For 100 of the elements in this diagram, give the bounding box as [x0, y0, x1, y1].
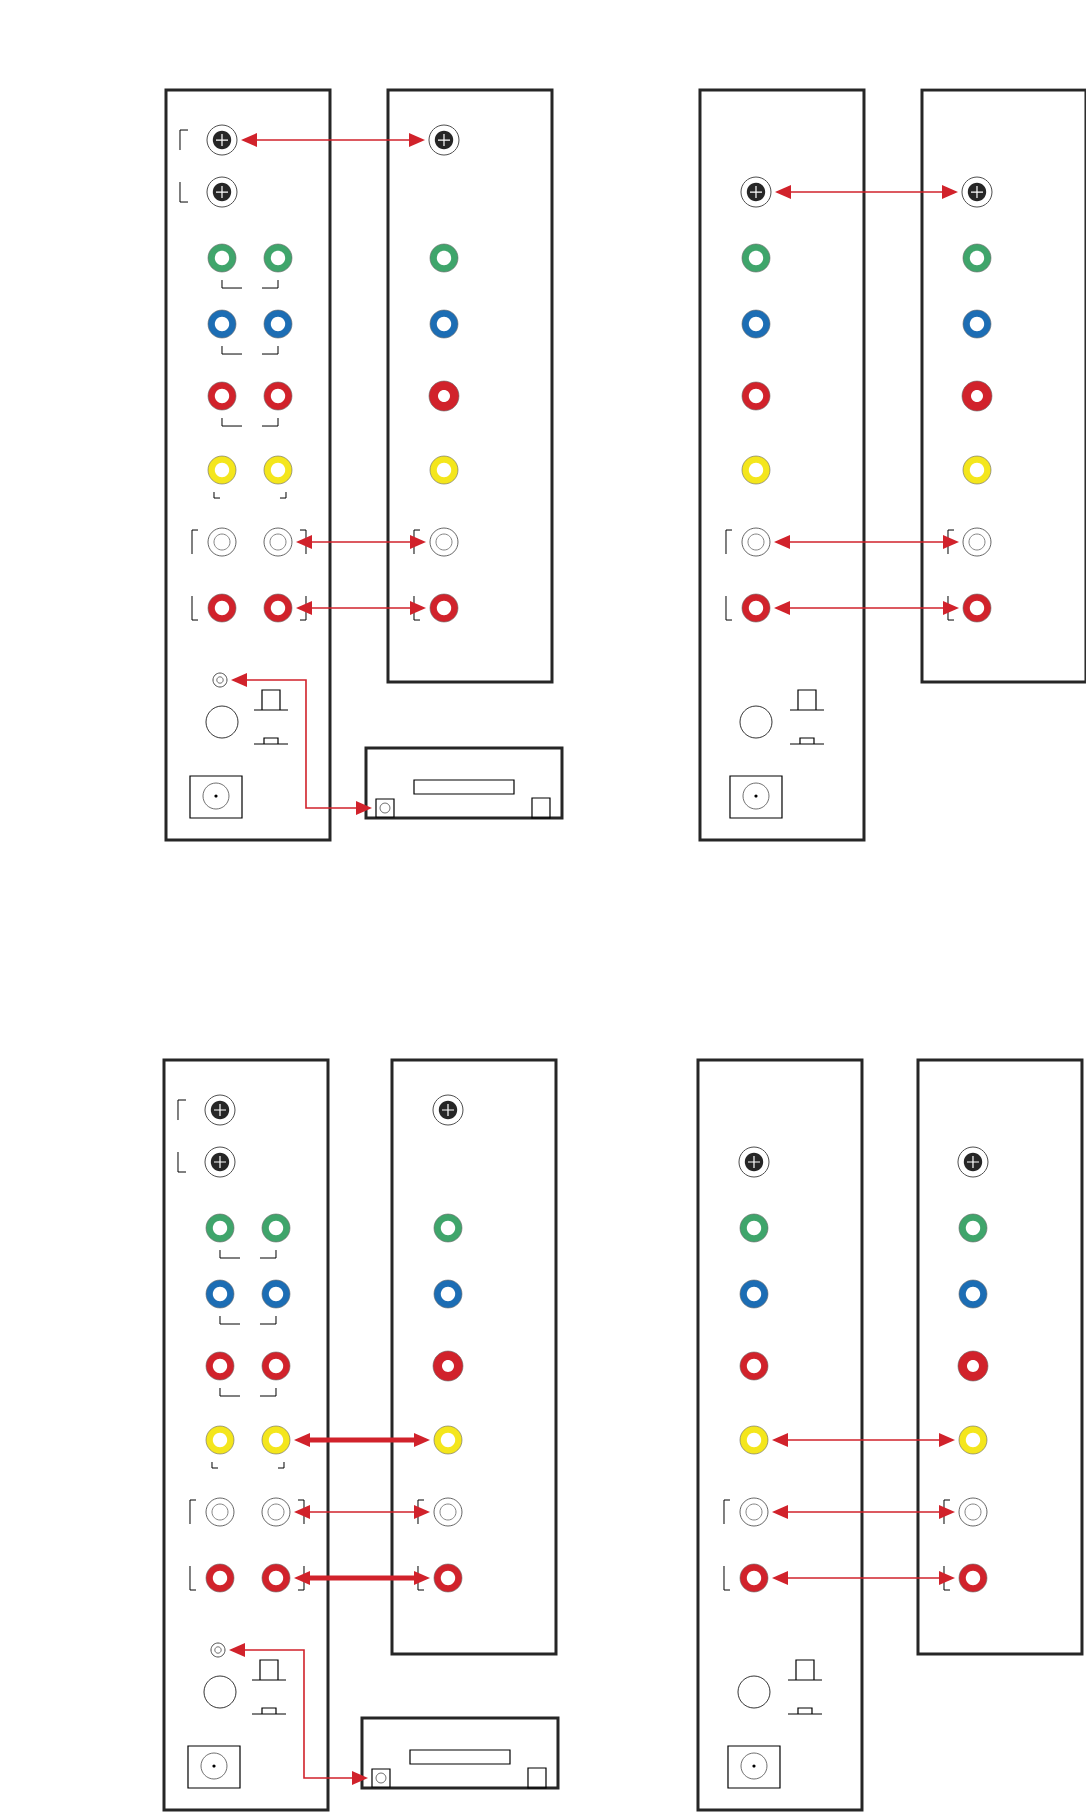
jack — [207, 455, 237, 485]
jack — [261, 1351, 291, 1381]
connection-arrow — [774, 535, 959, 549]
jack — [206, 124, 238, 156]
recorder-box — [360, 1716, 560, 1790]
jack — [205, 1425, 235, 1455]
jack — [428, 124, 460, 156]
jack — [204, 1146, 236, 1178]
jack — [433, 1563, 463, 1593]
jack — [738, 1146, 770, 1178]
jack — [263, 455, 293, 485]
jack — [207, 381, 237, 411]
jack — [263, 381, 293, 411]
jack — [205, 1563, 235, 1593]
connection-arrow — [294, 1505, 430, 1519]
jack — [740, 176, 772, 208]
jack — [205, 1497, 235, 1527]
jack — [433, 1213, 463, 1243]
jack — [433, 1279, 463, 1309]
jack — [741, 381, 771, 411]
connection-arrow — [772, 1433, 955, 1447]
jack — [207, 593, 237, 623]
jack — [957, 1350, 989, 1382]
jack — [962, 593, 992, 623]
connection-arrow — [296, 535, 426, 549]
jack — [962, 309, 992, 339]
jack — [206, 176, 238, 208]
jack — [741, 243, 771, 273]
device-panel — [916, 1058, 1084, 1656]
device-panel — [698, 88, 866, 842]
jack — [263, 243, 293, 273]
jack — [739, 1213, 769, 1243]
jack — [739, 1279, 769, 1309]
jack — [205, 705, 239, 739]
jack — [739, 1425, 769, 1455]
jack — [962, 243, 992, 273]
jack — [263, 527, 293, 557]
jack — [962, 527, 992, 557]
jack — [961, 176, 993, 208]
jack — [739, 1563, 769, 1593]
device-panel — [164, 88, 332, 842]
jack — [428, 380, 460, 412]
jack — [261, 1213, 291, 1243]
jack — [429, 455, 459, 485]
jack — [741, 455, 771, 485]
jack — [741, 593, 771, 623]
jack — [261, 1563, 291, 1593]
jack — [957, 1146, 989, 1178]
port — [375, 798, 395, 818]
jack — [204, 1094, 236, 1126]
jack — [432, 1094, 464, 1126]
jack — [962, 455, 992, 485]
jack — [429, 527, 459, 557]
jack — [205, 1351, 235, 1381]
connection-arrow — [294, 1433, 430, 1447]
jack — [261, 1497, 291, 1527]
jack — [958, 1425, 988, 1455]
connection-arrow — [775, 185, 958, 199]
jack — [739, 1351, 769, 1381]
connection-arrow — [231, 673, 372, 815]
jack — [739, 1497, 769, 1527]
jack — [205, 1279, 235, 1309]
jack — [958, 1497, 988, 1527]
port — [371, 1768, 391, 1788]
device-panel — [162, 1058, 330, 1812]
jack — [741, 309, 771, 339]
jack — [205, 1213, 235, 1243]
device-panel — [390, 1058, 558, 1656]
connection-arrow — [772, 1571, 955, 1585]
jack — [958, 1213, 988, 1243]
connection-arrow — [241, 133, 425, 148]
jack — [433, 1497, 463, 1527]
jack — [263, 593, 293, 623]
connection-arrow — [774, 601, 959, 615]
jack — [261, 1425, 291, 1455]
connection-arrow — [294, 1571, 430, 1585]
jack — [429, 593, 459, 623]
jack — [433, 1425, 463, 1455]
connection-arrow — [229, 1643, 368, 1785]
device-panel — [920, 88, 1086, 684]
jack — [210, 1642, 226, 1658]
jack — [207, 527, 237, 557]
jack — [737, 1675, 771, 1709]
device-panel — [386, 88, 554, 684]
jack — [429, 309, 459, 339]
jack — [263, 309, 293, 339]
device-panel — [696, 1058, 864, 1812]
jack — [958, 1563, 988, 1593]
recorder-box — [364, 746, 564, 820]
jack — [203, 1675, 237, 1709]
jack — [958, 1279, 988, 1309]
jack — [741, 527, 771, 557]
jack — [261, 1279, 291, 1309]
jack — [212, 672, 228, 688]
jack — [207, 309, 237, 339]
connection-arrow — [296, 601, 426, 615]
jack — [207, 243, 237, 273]
jack — [739, 705, 773, 739]
jack — [432, 1350, 464, 1382]
connection-arrow — [772, 1505, 955, 1519]
